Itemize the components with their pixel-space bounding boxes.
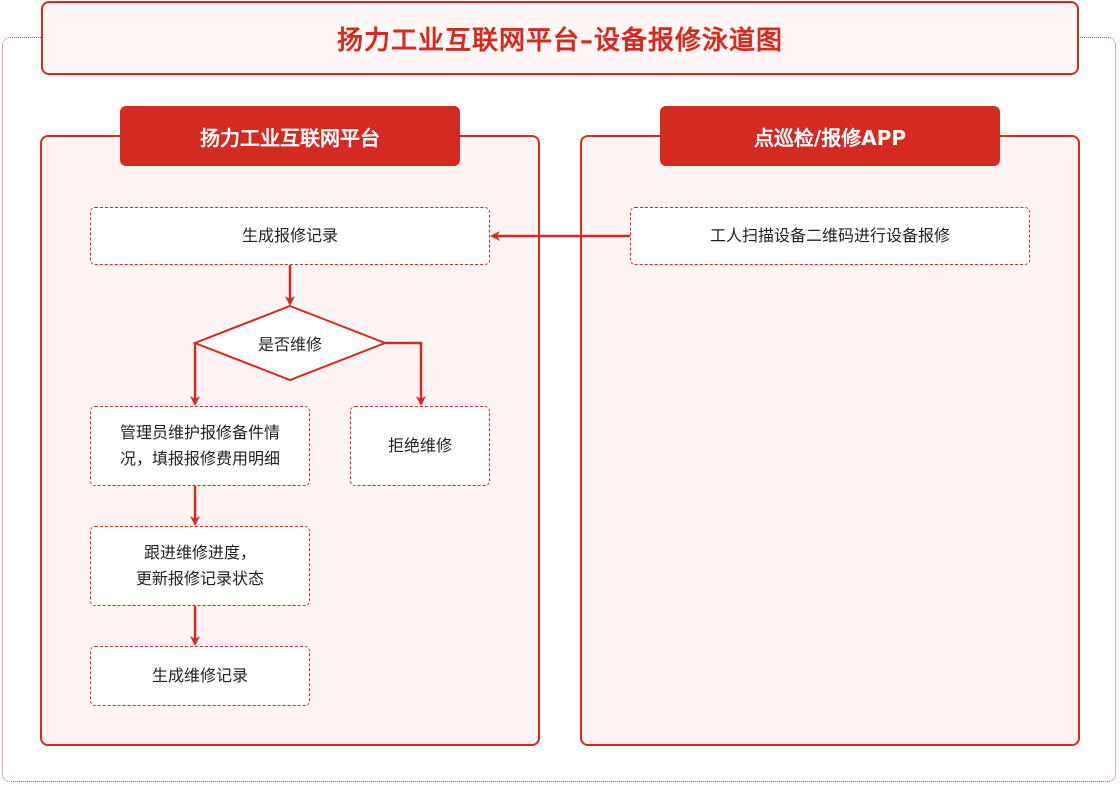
diagram-title: 扬力工业互联网平台–设备报修泳道图 bbox=[41, 1, 1079, 75]
decision-repair-label: 是否维修 bbox=[257, 335, 322, 354]
decision-diamond bbox=[192, 304, 388, 382]
node-create-repair-record: 生成报修记录 bbox=[90, 207, 490, 265]
node-track-progress-line2: 更新报修记录状态 bbox=[135, 569, 264, 588]
node-admin-maintain: 管理员维护报修备件情 况，填报报修费用明细 bbox=[90, 406, 310, 486]
node-refuse-repair-text: 拒绝维修 bbox=[387, 436, 452, 456]
node-track-progress-line1: 跟进维修进度， bbox=[143, 543, 256, 563]
node-create-maintenance-record-text: 生成维修记录 bbox=[151, 666, 248, 686]
lane-header-platform: 扬力工业互联网平台 bbox=[120, 106, 460, 166]
node-admin-maintain-line1: 管理员维护报修备件情 bbox=[119, 423, 280, 443]
node-scan-report: 工人扫描设备二维码进行设备报修 bbox=[630, 207, 1030, 265]
lane-header-app: 点巡检/报修APP bbox=[660, 106, 1000, 166]
node-scan-report-text: 工人扫描设备二维码进行设备报修 bbox=[709, 226, 950, 246]
arrow-decision-to-refuse bbox=[385, 341, 426, 406]
node-create-maintenance-record: 生成维修记录 bbox=[90, 646, 310, 706]
node-refuse-repair: 拒绝维修 bbox=[350, 406, 490, 486]
node-admin-maintain-line2: 况，填报报修费用明细 bbox=[119, 449, 280, 468]
node-track-progress: 跟进维修进度， 更新报修记录状态 bbox=[90, 526, 310, 606]
node-create-repair-record-text: 生成报修记录 bbox=[241, 226, 338, 246]
